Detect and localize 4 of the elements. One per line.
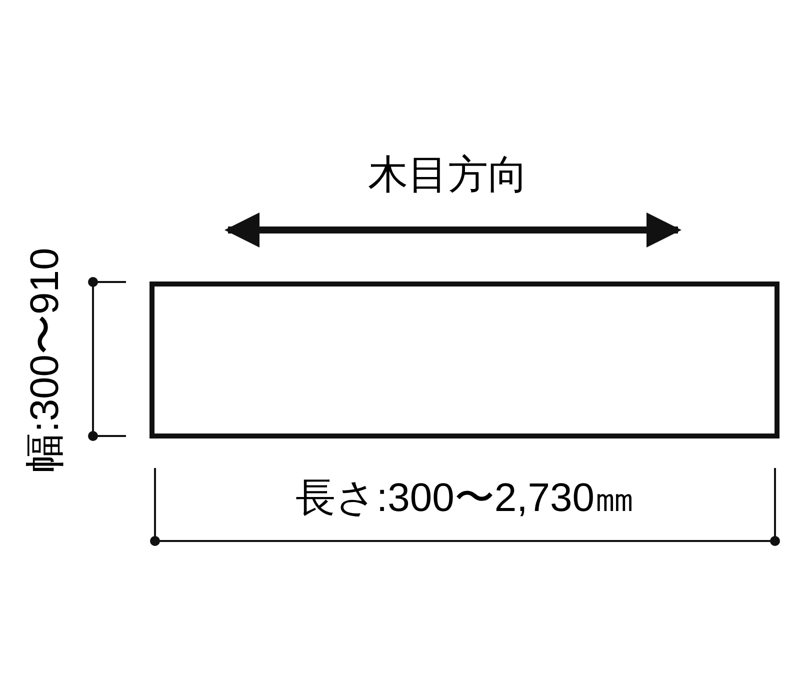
board-outline	[150, 282, 780, 438]
width-dimension-label: 幅:300〜910	[25, 246, 65, 474]
length-dimension-label: 長さ:300〜2,730㎜	[294, 478, 636, 518]
grain-direction-label: 木目方向	[367, 155, 529, 195]
